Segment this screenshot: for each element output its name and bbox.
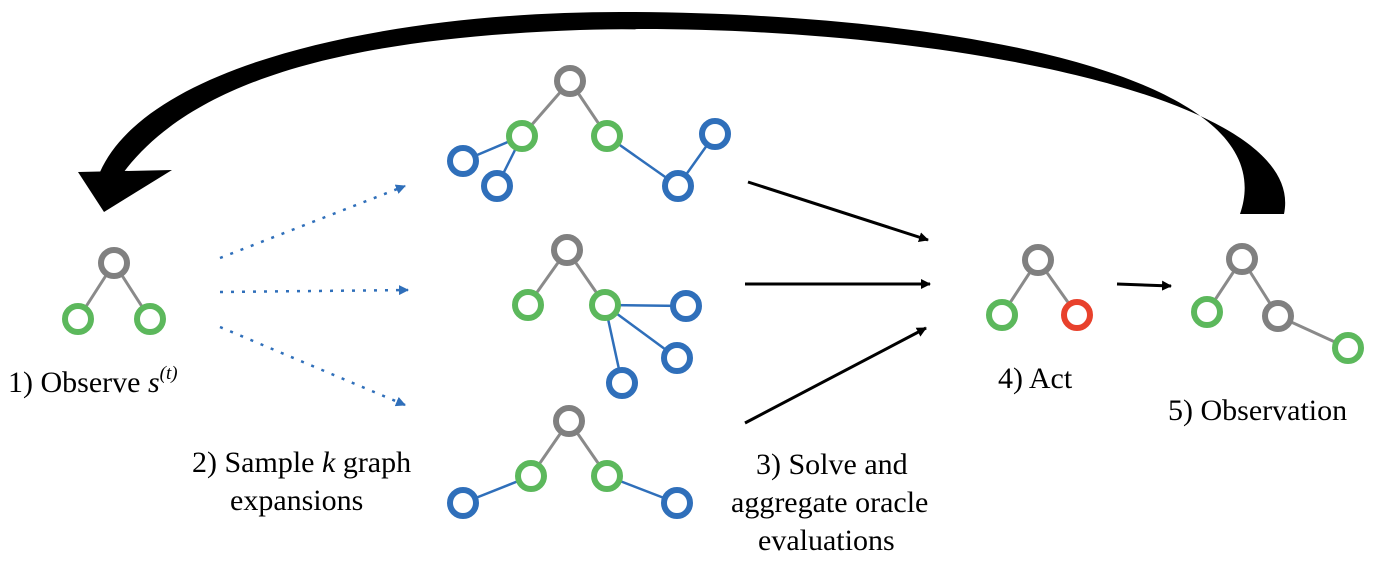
- sampled-node: [699, 118, 731, 150]
- observed-state-graph: [62, 247, 166, 335]
- root-node: [554, 65, 586, 97]
- aggregation-arrows: [744, 180, 931, 425]
- root-node: [1226, 243, 1258, 275]
- sampled-node: [447, 487, 479, 519]
- aggregate-arrow-top: [747, 180, 929, 242]
- sampling-arrows: [219, 184, 409, 407]
- observed-node: [512, 289, 544, 321]
- observed-node: [986, 299, 1018, 331]
- sampling-arrow-bottom: [219, 325, 406, 407]
- observed-node: [589, 289, 621, 321]
- sampling-arrow-top: [219, 184, 406, 260]
- sampled-node: [661, 342, 693, 374]
- action-graph: [986, 244, 1093, 331]
- expansion-graph-3: [447, 405, 693, 519]
- step-3-label-line1: 3) Solve and: [756, 448, 908, 481]
- observed-node: [1332, 332, 1364, 364]
- sampled-node: [662, 170, 694, 202]
- root-node: [98, 247, 130, 279]
- observed-node: [62, 303, 94, 335]
- aggregate-arrow-bottom: [744, 326, 927, 425]
- observed-node: [591, 120, 623, 152]
- step-2-label-line1: 2) Sample k graph: [192, 446, 411, 479]
- observed-node: [591, 460, 623, 492]
- step-4-label: 4) Act: [998, 362, 1073, 395]
- step-3-label-line3: evaluations: [758, 524, 895, 557]
- root-node: [1022, 244, 1054, 276]
- sampled-node: [447, 145, 479, 177]
- sampled-node: [670, 290, 702, 322]
- observed-node: [506, 120, 538, 152]
- observed-node: [515, 460, 547, 492]
- expansion-graph-2: [512, 234, 702, 399]
- step-3-label-line2: aggregate oracle: [731, 486, 928, 519]
- sampled-node: [481, 170, 513, 202]
- step-2-label-line2: expansions: [230, 484, 363, 517]
- expansion-graph-1: [447, 65, 731, 202]
- root-node: [551, 234, 583, 266]
- observed-node: [1191, 296, 1223, 328]
- act-to-observation-arrow: [1116, 280, 1172, 291]
- sampling-arrow-middle: [219, 285, 409, 296]
- action-node: [1061, 299, 1093, 331]
- observation-graph: [1191, 243, 1364, 364]
- sampled-node: [661, 487, 693, 519]
- root-node: [1262, 300, 1294, 332]
- observed-node: [134, 303, 166, 335]
- feedback-loop-arrow: [78, 12, 1286, 214]
- step-5-label: 5) Observation: [1168, 394, 1347, 427]
- step-1-label: 1) Observe s(t): [8, 363, 178, 399]
- sampled-node: [606, 367, 638, 399]
- root-node: [553, 405, 585, 437]
